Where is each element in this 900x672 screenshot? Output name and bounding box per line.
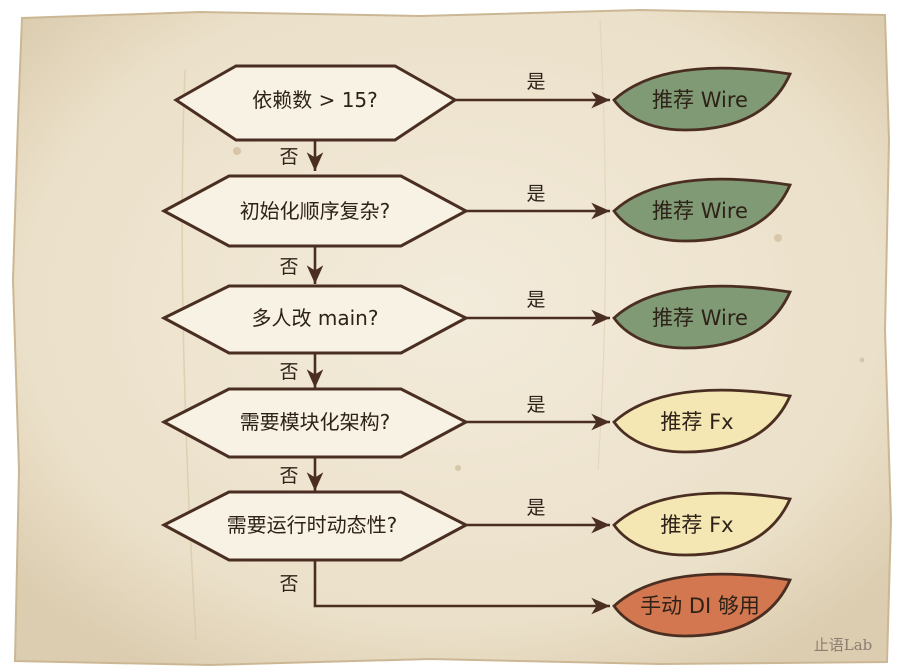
decision-1: 依赖数 > 15? [173,64,458,142]
outcome-3-text: 推荐 Wire [652,306,748,330]
paper-stain [233,147,241,155]
outcome-leaf-6: 手动 DI 够用 [612,572,793,638]
decision-3-question: 多人改 main? [252,306,379,330]
outcome-4-text: 推荐 Fx [660,410,733,434]
decision-3: 多人改 main? [160,284,470,355]
outcome-5-text: 推荐 Fx [660,513,733,537]
outcome-leaf-1: 推荐 Wire [612,66,793,132]
paper-crease [597,19,607,471]
decision-4: 需要模块化架构? [160,387,470,459]
outcome-6-text: 手动 DI 够用 [640,594,760,618]
no-label: 否 [279,465,298,487]
decision-4-question: 需要模块化架构? [240,410,391,434]
yes-label: 是 [526,497,545,519]
decision-1-question: 依赖数 > 15? [252,88,378,112]
outcome-1-text: 推荐 Wire [652,88,748,112]
no-label: 否 [279,146,298,168]
outcome-leaf-4: 推荐 Fx [612,388,793,454]
yes-label: 是 [526,289,545,311]
yes-label: 是 [526,183,545,205]
paper-stain [455,465,461,471]
outcome-2-text: 推荐 Wire [652,199,748,223]
paper-stain [774,234,782,242]
outcome-leaf-5: 推荐 Fx [612,491,793,557]
no-label: 否 [279,256,298,278]
decision-5: 需要运行时动态性? [160,490,470,562]
no-label: 否 [279,361,298,383]
outcome-leaf-3: 推荐 Wire [612,284,793,350]
outcome-leaf-2: 推荐 Wire [612,177,793,243]
decision-2: 初始化顺序复杂? [160,174,470,248]
watermark: 止语Lab [814,636,873,654]
paper-stain [859,357,865,363]
yes-label: 是 [526,71,545,93]
decision-5-question: 需要运行时动态性? [227,513,398,537]
decision-2-question: 初始化顺序复杂? [240,199,391,223]
no-connector-final [313,560,610,615]
yes-label: 是 [526,394,545,416]
no-label: 否 [279,573,298,595]
